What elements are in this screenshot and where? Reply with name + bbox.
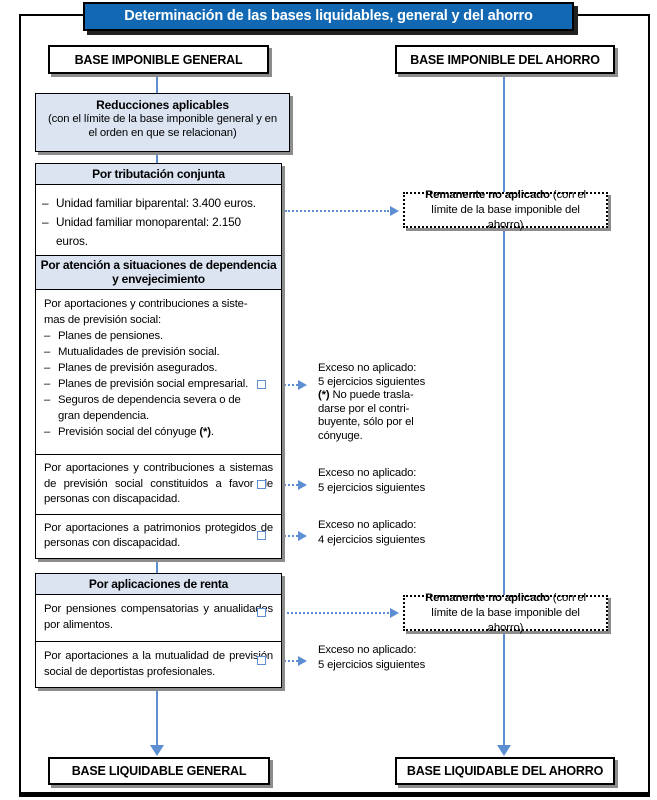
down-arrow-ahorro-icon	[497, 745, 511, 756]
list-item: – Unidad familiar monoparental: 2.150 eu…	[42, 213, 275, 251]
renta-s2-text: Por aportaciones a la mutualidad de prev…	[36, 641, 281, 687]
connector-square-icon	[257, 608, 266, 617]
base-imponible-ahorro-label: BASE IMPONIBLE DEL AHORRO	[410, 52, 600, 67]
base-liquidable-ahorro-box: BASE LIQUIDABLE DEL AHORRO	[395, 757, 615, 785]
dependencia-header: Por atención a situaciones de dependenci…	[36, 256, 281, 290]
right-arrow-icon	[298, 480, 307, 490]
list-item: – Planes de previsión asegurados.	[44, 362, 218, 374]
dotted-connector	[268, 660, 298, 662]
tributacion-conjunta-box: Por tributación conjunta – Unidad famili…	[35, 163, 282, 260]
dotted-connector	[285, 210, 389, 212]
footnote-star: (*)	[199, 426, 211, 438]
list-item: – Planes de pensiones.	[44, 330, 164, 342]
footnote-star: (*)	[318, 389, 330, 402]
dependencia-s1-intro: Por aportaciones y contribuciones a sist…	[44, 298, 248, 326]
base-imponible-ahorro-box: BASE IMPONIBLE DEL AHORRO	[395, 45, 615, 74]
right-arrow-icon	[298, 531, 307, 541]
dash-marker: –	[44, 362, 51, 374]
diagram-title: Determinación de las bases liquidables, …	[124, 8, 533, 24]
dash-marker: –	[44, 426, 51, 438]
remanente-rest-text: (con el límite de la base imponible del …	[431, 591, 586, 634]
dotted-connector	[268, 612, 389, 614]
dash-marker: –	[44, 394, 51, 406]
remanente-no-aplicado-box-2: Remanente no aplicado (con el límite de …	[403, 591, 608, 634]
connector-square-icon	[257, 380, 266, 389]
dotted-connector	[268, 484, 298, 486]
remanente-no-aplicado-box-1: Remanente no aplicado (con el límite de …	[403, 188, 608, 231]
right-arrow-icon	[390, 206, 399, 216]
flow-line-general-segment	[156, 148, 158, 163]
dash-marker: –	[42, 215, 49, 229]
flow-line-general-segment	[156, 72, 158, 93]
base-imponible-general-label: BASE IMPONIBLE GENERAL	[74, 52, 243, 67]
right-arrow-icon	[298, 656, 307, 666]
remanente-bold-text: Remanente no aplicado	[425, 188, 550, 201]
renta-s1-text: Por pensiones compensatorias y anualidad…	[44, 603, 273, 631]
dash-marker: –	[44, 378, 51, 390]
list-item: – Mutualidades de previsión social.	[44, 346, 220, 358]
reducciones-subtitle: (con el límite de la base imponible gene…	[48, 113, 277, 139]
dash-marker: –	[44, 330, 51, 342]
flow-line-ahorro	[503, 72, 505, 745]
dependencia-envejecimiento-box: Por atención a situaciones de dependenci…	[35, 255, 282, 559]
flow-line-general-segment	[156, 685, 158, 745]
annotation-exceso-2: Exceso no aplicado: 5 ejercicios siguien…	[318, 467, 426, 494]
dash-marker: –	[42, 196, 49, 210]
dependencia-s2-text: Por aportaciones y contribuciones a sist…	[36, 454, 281, 514]
flow-line-general-segment	[156, 554, 158, 573]
right-arrow-icon	[390, 608, 399, 618]
list-item: – Seguros de dependencia severa o de gra…	[44, 394, 241, 422]
base-imponible-general-box: BASE IMPONIBLE GENERAL	[48, 45, 269, 74]
remanente-rest-text: (con el límite de la base imponible del …	[431, 188, 586, 231]
dotted-connector	[268, 535, 298, 537]
annotation-exceso-3: Exceso no aplicado: 4 ejercicios siguien…	[318, 519, 426, 546]
dependencia-s3-text: Por aportaciones a patrimonios protegido…	[36, 513, 281, 558]
right-arrow-icon	[298, 380, 307, 390]
connector-square-icon	[257, 480, 266, 489]
base-liquidable-ahorro-label: BASE LIQUIDABLE DEL AHORRO	[406, 764, 604, 778]
aplicaciones-renta-header: Por aplicaciones de renta	[36, 574, 281, 595]
connector-square-icon	[257, 531, 266, 540]
aplicaciones-renta-box: Por aplicaciones de renta Por pensiones …	[35, 573, 282, 688]
reducciones-aplicables-box: Reducciones aplicables (con el límite de…	[35, 93, 290, 152]
annotation-exceso-1: Exceso no aplicado: 5 ejercicios siguien…	[318, 362, 426, 442]
base-liquidable-general-box: BASE LIQUIDABLE GENERAL	[48, 757, 270, 785]
down-arrow-general-icon	[150, 745, 164, 756]
dash-marker: –	[44, 346, 51, 358]
diagram-title-bar: Determinación de las bases liquidables, …	[83, 2, 574, 31]
connector-square-icon	[257, 656, 266, 665]
list-item: – Previsión social del cónyuge (*).	[44, 426, 214, 438]
list-item: – Planes de previsión social empresarial…	[44, 378, 249, 390]
base-liquidable-general-label: BASE LIQUIDABLE GENERAL	[71, 764, 247, 778]
reducciones-title: Reducciones aplicables	[96, 98, 229, 112]
annotation-exceso-4: Exceso no aplicado: 5 ejercicios siguien…	[318, 644, 426, 671]
dotted-connector	[268, 384, 298, 386]
remanente-bold-text: Remanente no aplicado	[425, 591, 550, 604]
list-item: – Unidad familiar biparental: 3.400 euro…	[42, 194, 275, 213]
tributacion-conjunta-header: Por tributación conjunta	[36, 164, 281, 185]
